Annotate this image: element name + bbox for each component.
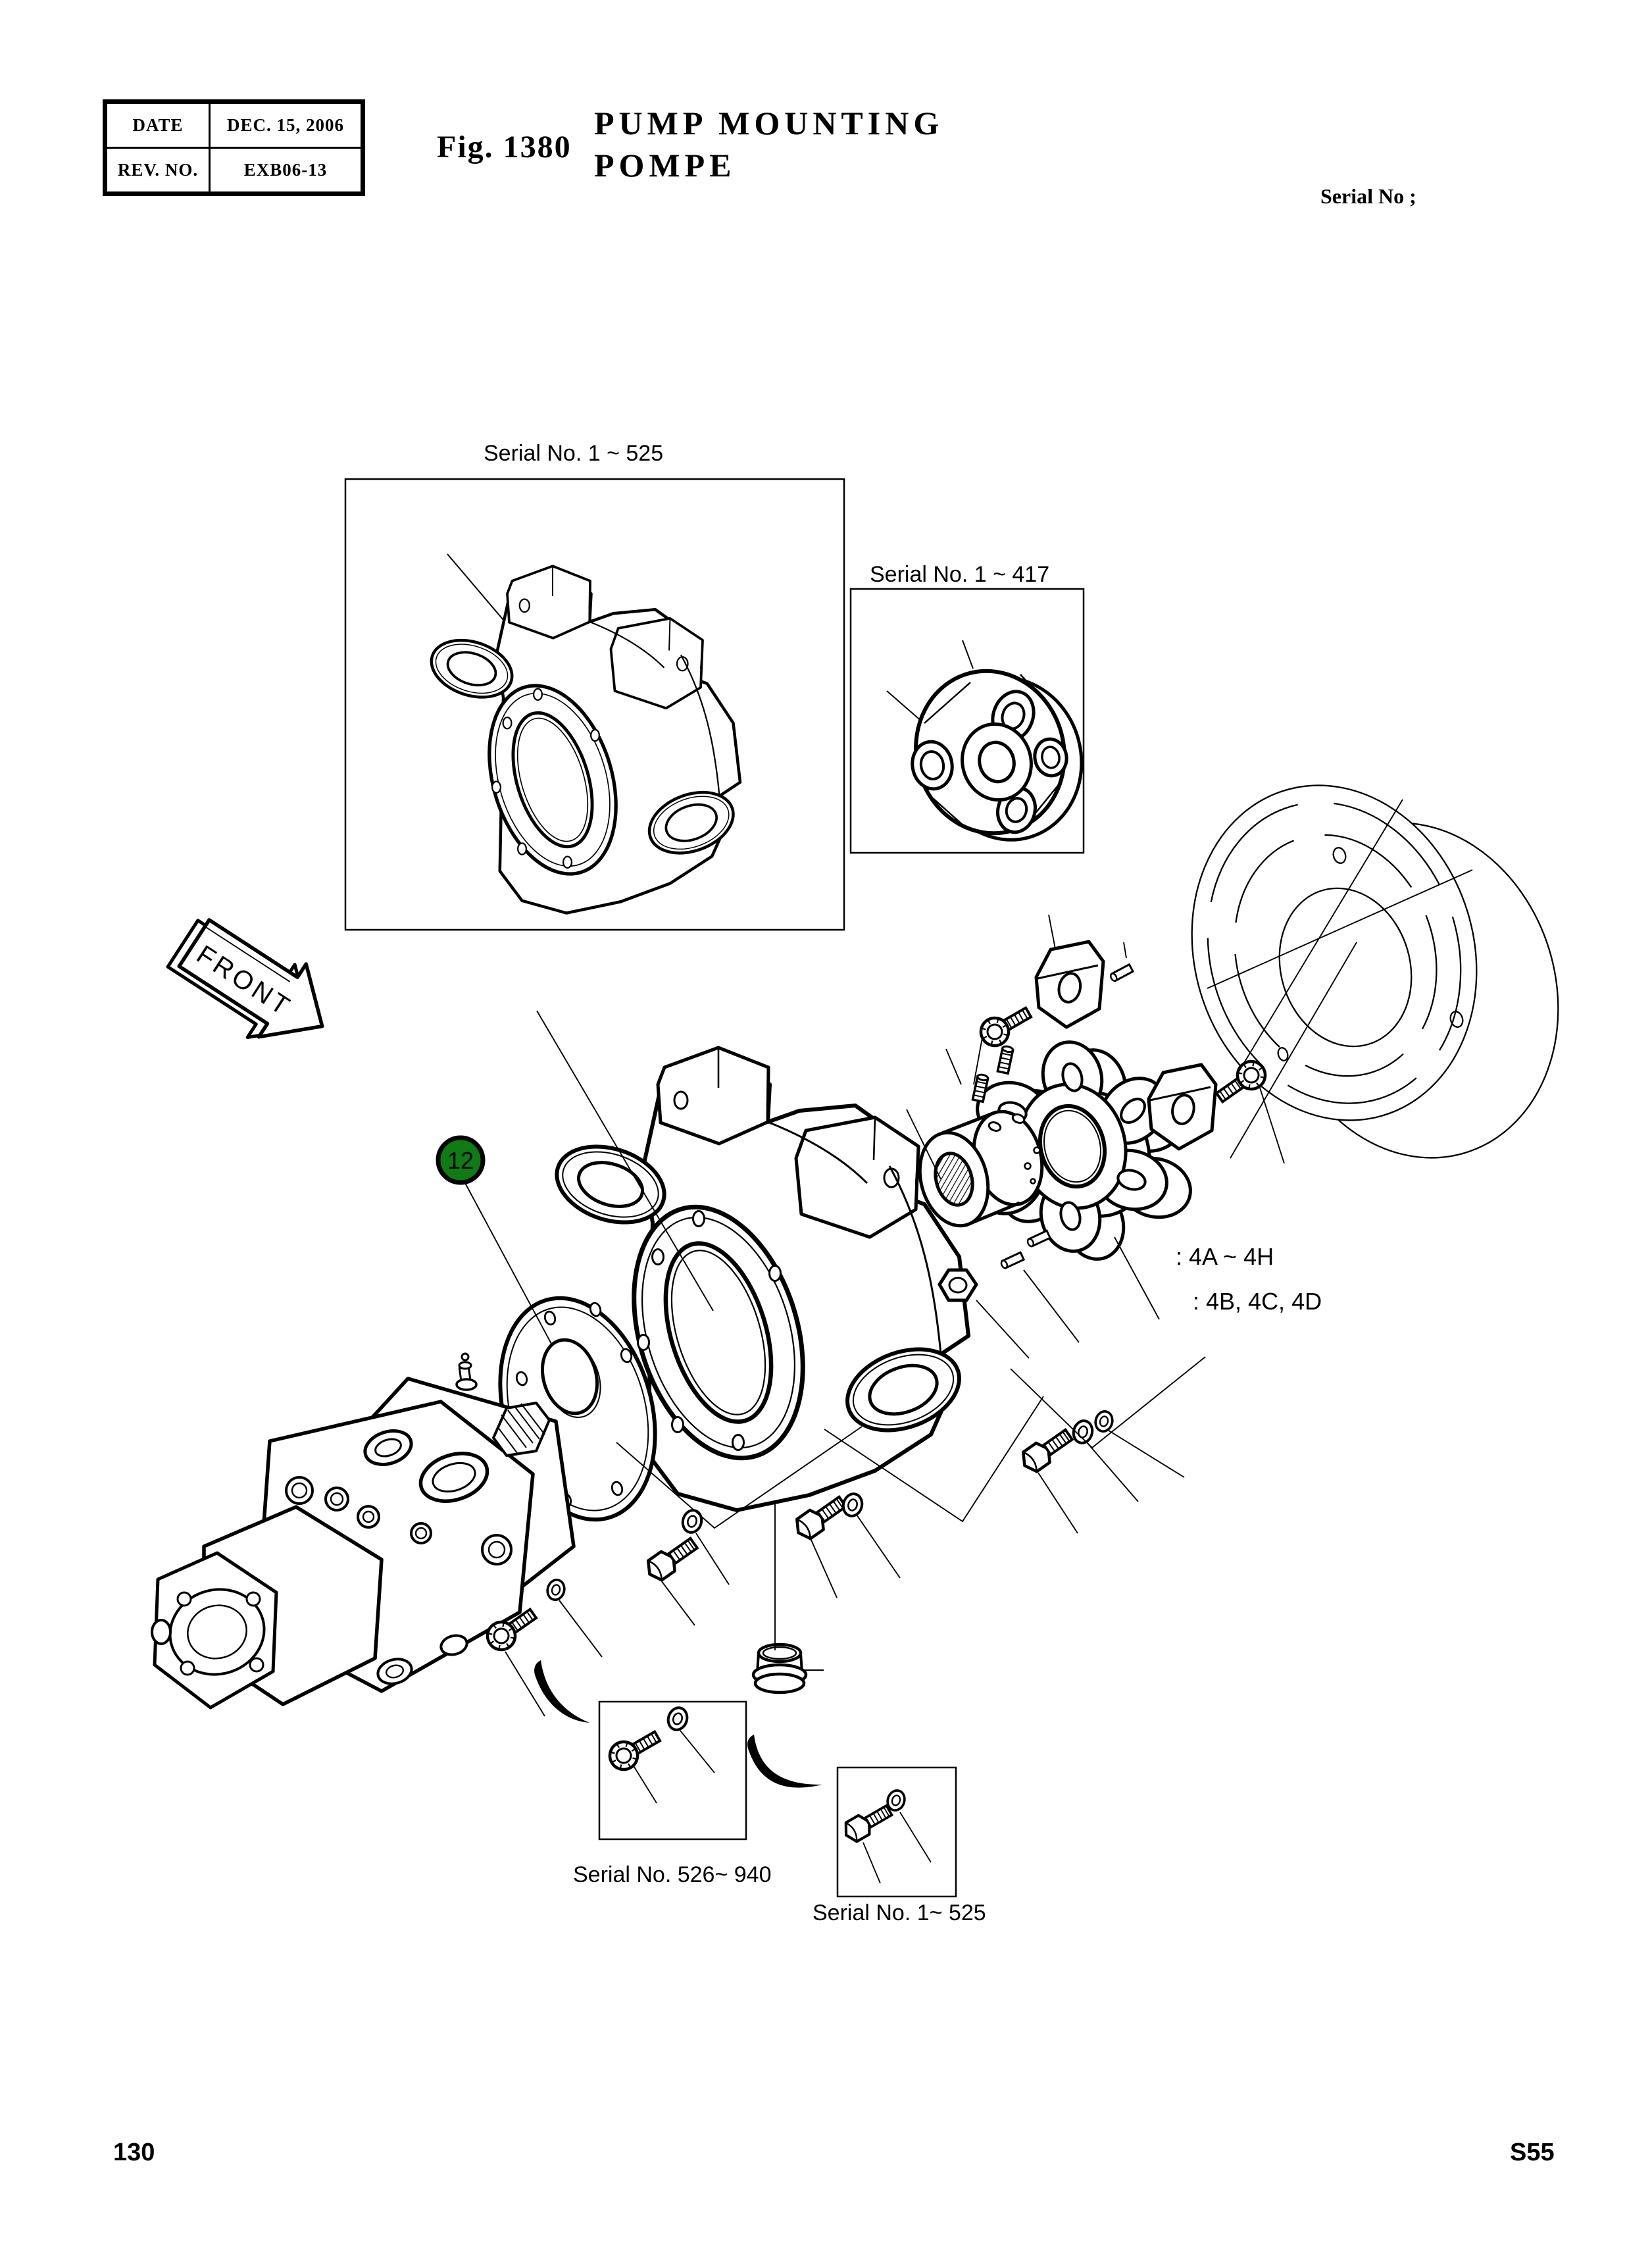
serial-note: Serial No ; [1320, 184, 1416, 208]
section-code: S55 [1510, 2139, 1555, 2166]
inset-bolt-early [841, 1787, 932, 1884]
table-row: DATE DEC. 15, 2006 [104, 101, 364, 149]
pin [999, 1251, 1025, 1270]
socket-bolt [976, 1000, 1035, 1050]
revision-table: DATE DEC. 15, 2006 REV. NO. EXB06-13 [103, 99, 365, 196]
date-value: DEC. 15, 2006 [209, 101, 364, 149]
callout-circle [436, 1135, 486, 1185]
mounting-bolt-set [791, 1490, 866, 1542]
leader-lines [464, 799, 1473, 1717]
label-annotation-2: : 4B, 4C, 4D [1193, 1288, 1322, 1315]
relief-valve [455, 1352, 478, 1391]
flywheel [1191, 784, 1559, 1159]
hydraulic-pump [151, 1352, 576, 1710]
swoosh-arrow [534, 1660, 589, 1723]
clamp-lower [1147, 1056, 1270, 1151]
coupling-old-type [886, 640, 1084, 842]
mounting-bolt-set [643, 1506, 705, 1584]
rev-no-value: EXB06-13 [209, 147, 364, 195]
front-arrow: FRONT [166, 918, 324, 1039]
pin [1025, 1229, 1051, 1248]
plug [751, 1642, 808, 1694]
top-inset-box [344, 478, 845, 931]
label-top-inset: Serial No. 1 ~ 525 [484, 441, 663, 466]
clamp-upper [976, 940, 1134, 1051]
inset-bolt-late [605, 1704, 715, 1804]
rev-no-label: REV. NO. [104, 147, 211, 195]
bracket-old-type [424, 553, 742, 913]
swoosh-arrow [747, 1735, 822, 1788]
table-row: REV. NO. EXB06-13 [104, 147, 364, 195]
page-title-fr: POMPE [594, 147, 736, 184]
bottom-inset-box-left [598, 1700, 747, 1841]
mounting-bolt-set [1018, 1408, 1116, 1475]
set-screw [996, 1044, 1015, 1075]
figure-number: Fig. 1380 [437, 130, 572, 165]
page-number: 130 [113, 2139, 155, 2166]
date-label: DATE [104, 101, 211, 149]
label-annotation-1: : 4A ~ 4H [1176, 1243, 1274, 1270]
hex-nut [938, 1268, 978, 1302]
callout-number: 12 [447, 1147, 474, 1174]
label-coupling-inset: Serial No. 1 ~ 417 [870, 562, 1049, 587]
bottom-inset-box-right [836, 1766, 957, 1898]
callout-12: 12 [436, 1135, 486, 1185]
label-bottom-inset-left: Serial No. 526~ 940 [573, 1862, 771, 1887]
page-title: PUMP MOUNTING [594, 105, 944, 141]
label-bottom-inset-right: Serial No. 1~ 525 [813, 1900, 986, 1925]
pin [1108, 963, 1134, 983]
coupling-hub [918, 1044, 1051, 1270]
coupling-inset-box [849, 588, 1085, 854]
pump-spline-shaft [492, 1402, 551, 1457]
